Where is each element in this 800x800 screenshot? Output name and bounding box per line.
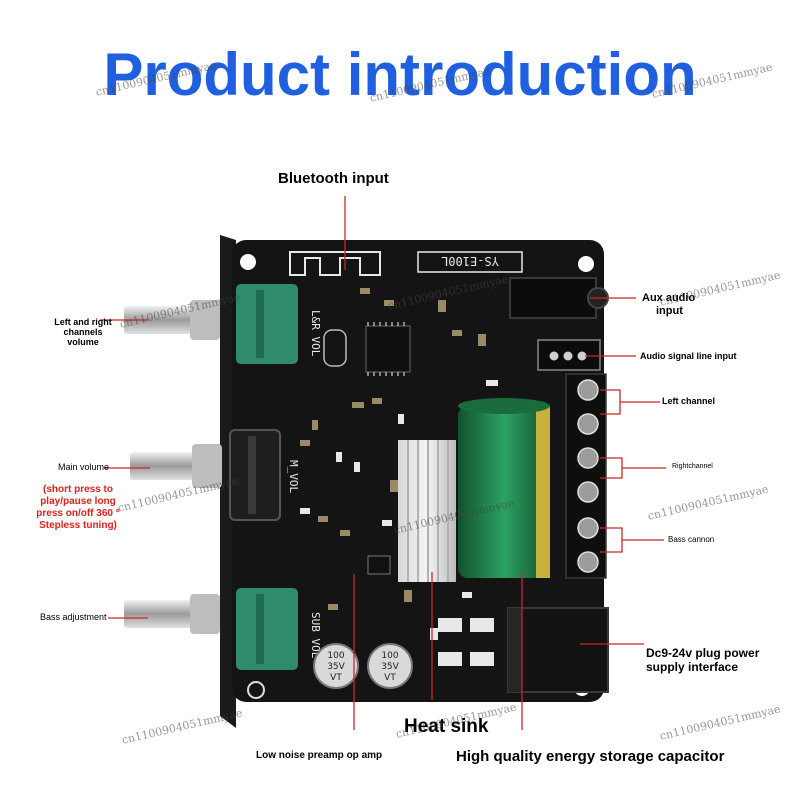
terminal-screw <box>577 551 599 573</box>
filter-capacitor <box>313 643 359 689</box>
cap-label: 100 <box>381 651 398 661</box>
label-bass-cannon: Bass cannon <box>668 535 715 544</box>
label-heat-sink: Heat sink <box>404 716 489 737</box>
label-bluetooth-input: Bluetooth input <box>278 170 389 187</box>
cap-label: 35V <box>327 662 345 672</box>
op-amp-chip <box>367 555 391 575</box>
cap-label: 100 <box>327 651 344 661</box>
knob-shaft <box>124 306 194 334</box>
label-lr-volume-line: volume <box>67 337 99 347</box>
terminal-screw <box>577 517 599 539</box>
note-line: press on/off 360 ° <box>36 508 120 519</box>
label-aux-line: input <box>656 305 683 317</box>
label-dc-power: Dc9-24v plug power supply interface <box>646 646 759 674</box>
cap-label: VT <box>384 673 396 683</box>
aux-jack <box>509 277 597 319</box>
terminal-screw <box>577 481 599 503</box>
label-aux-input: Aux audio input <box>642 292 695 318</box>
knob-nut <box>192 444 222 488</box>
cap-label: VT <box>330 673 342 683</box>
page-title: Product introduction <box>103 41 697 108</box>
label-audio-signal: Audio signal line input <box>640 351 737 361</box>
knob-label: L&R VOL <box>309 310 322 357</box>
terminal-screw <box>577 447 599 469</box>
mount-hole <box>578 256 594 272</box>
label-right-channel: Rightchannel <box>672 463 713 470</box>
note-line: Stepless tuning) <box>39 520 117 531</box>
energy-storage-capacitor <box>458 406 550 578</box>
knob-label: M_VOL <box>287 460 300 493</box>
crystal <box>323 329 347 367</box>
bluetooth-ic <box>365 325 411 373</box>
note-line: play/pause long <box>40 496 116 507</box>
label-main-volume-note: (short press to play/pause long press on… <box>26 484 130 532</box>
bluetooth-antenna-trace <box>289 251 381 276</box>
knob-nut <box>190 300 220 340</box>
knob-shaft <box>130 452 196 480</box>
knob-label: SUB VOL <box>309 612 322 659</box>
label-bass-adjustment: Bass adjustment <box>40 612 107 622</box>
label-main-volume: Main volume <box>58 462 110 472</box>
label-lr-volume-line: Left and right <box>54 317 112 327</box>
mount-hole <box>240 254 256 270</box>
model-label: YS-E100L <box>441 254 499 268</box>
terminal-screw <box>577 413 599 435</box>
label-dc-line: supply interface <box>646 660 739 674</box>
dc-power-jack <box>507 607 609 693</box>
label-dc-line: Dc9-24v plug power <box>646 646 760 660</box>
filter-capacitor <box>367 643 413 689</box>
label-capacitor: High quality energy storage capacitor <box>456 748 725 765</box>
label-left-channel: Left channel <box>662 396 716 406</box>
knob-nut <box>190 594 220 634</box>
label-lr-volume: Left and right channels volume <box>40 317 126 347</box>
potentiometer-body <box>236 588 298 670</box>
terminal-screw <box>577 379 599 401</box>
label-aux-line: Aux audio <box>642 292 696 304</box>
note-line: (short press to <box>42 484 113 495</box>
model-label-box <box>417 251 523 273</box>
label-lr-volume-line: channels <box>63 327 103 337</box>
cap-label: 35V <box>381 662 399 672</box>
knob-shaft <box>124 600 194 628</box>
label-preamp: Low noise preamp op amp <box>256 750 383 761</box>
speaker-terminal-block <box>565 373 607 579</box>
audio-line-header <box>537 339 601 371</box>
potentiometer-body <box>236 284 298 364</box>
